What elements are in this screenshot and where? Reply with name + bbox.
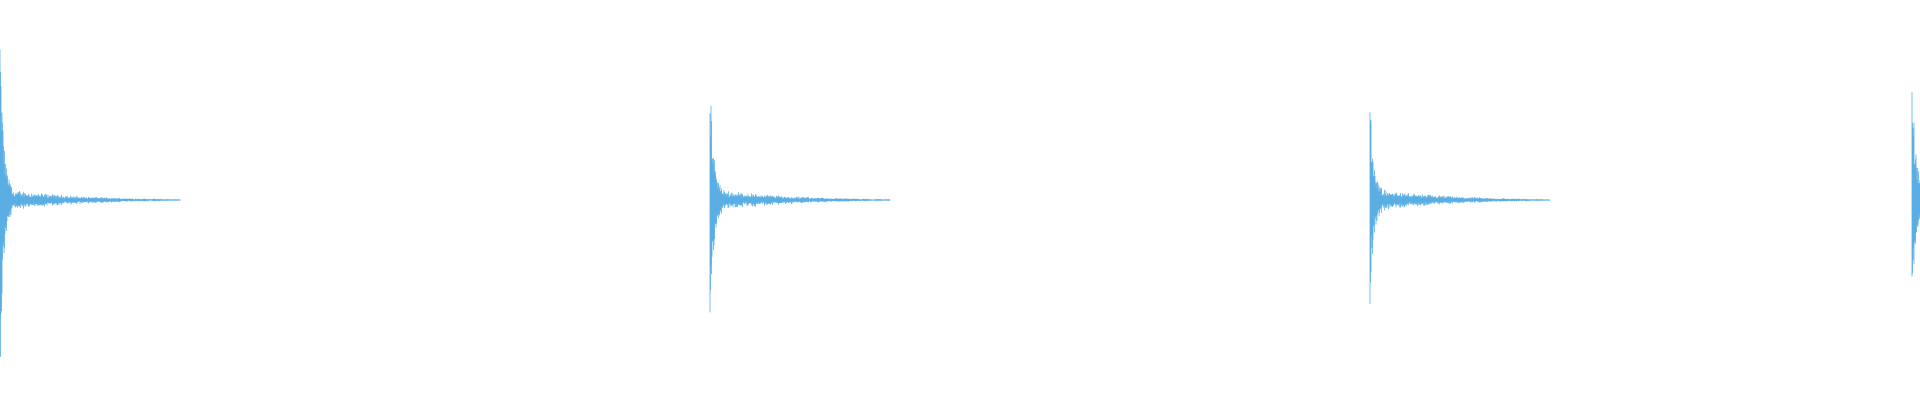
waveform-hit-3 [1369,112,1551,305]
waveform-hit-1 [0,49,181,357]
waveform-envelope [0,49,181,357]
waveform-envelope [1911,92,1920,277]
waveform-envelope [709,105,891,313]
waveform-envelope [1369,112,1551,305]
waveform-hit-2 [709,105,891,313]
waveform-layer [0,49,1920,357]
waveform-hit-4 [1911,92,1920,277]
